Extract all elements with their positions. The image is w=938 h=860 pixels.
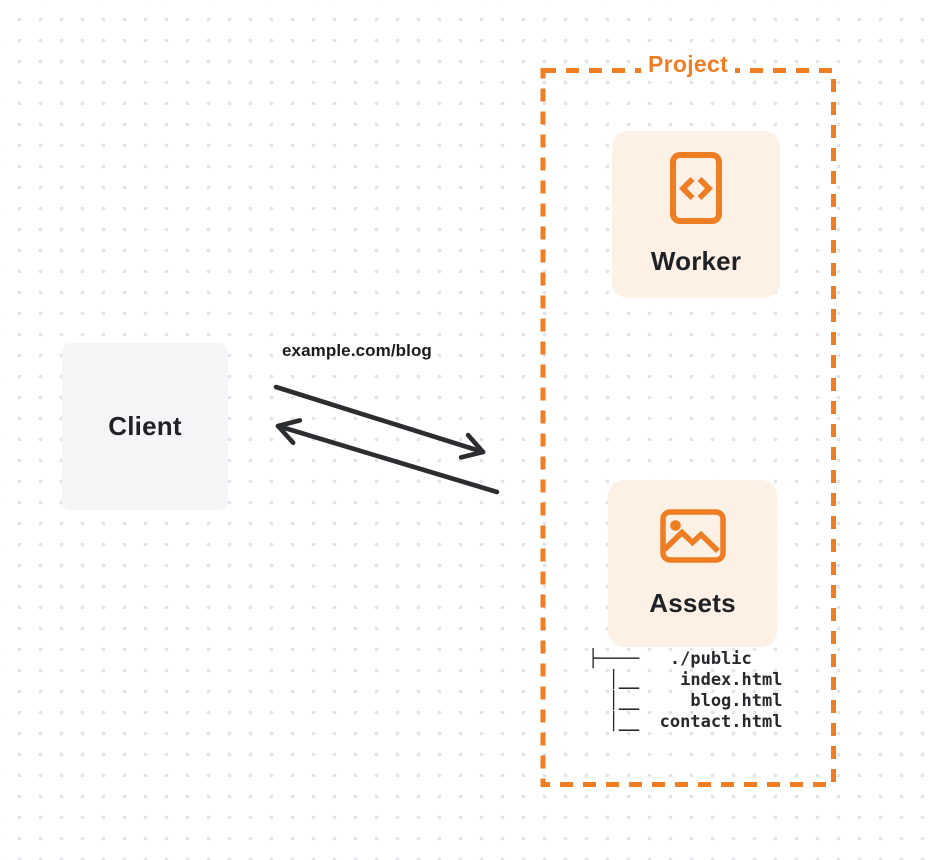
- image-icon: [659, 508, 726, 563]
- client-node: Client: [62, 343, 228, 510]
- client-label: Client: [108, 411, 182, 441]
- request-url-label: example.com/blog: [282, 341, 432, 360]
- assets-file-tree: ├──── ./public │__ index.html │__ blog.h…: [588, 649, 783, 732]
- worker-node: Worker: [612, 131, 780, 298]
- code-file-icon: [670, 152, 722, 224]
- request-arrow: [273, 384, 486, 460]
- response-arrow: [275, 418, 500, 495]
- assets-node: Assets: [608, 480, 777, 647]
- assets-label: Assets: [649, 587, 736, 618]
- worker-label: Worker: [650, 246, 742, 276]
